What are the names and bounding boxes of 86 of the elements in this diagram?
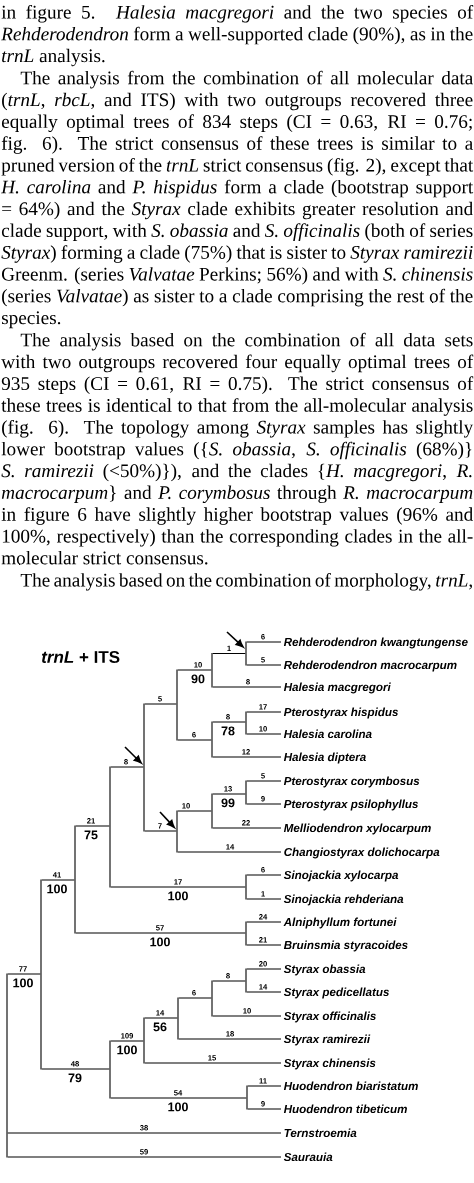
branch-line <box>212 980 246 982</box>
branch-line <box>110 886 246 888</box>
taxon-label: Bruinsmia styracoides <box>283 940 408 952</box>
branch-line <box>7 973 41 975</box>
branch-line <box>212 1015 282 1017</box>
bootstrap-value: 100 <box>13 978 33 988</box>
taxon-label: Saurauia <box>283 1152 333 1162</box>
taxon-label: Sinojackia xylocarpa <box>283 870 399 882</box>
bootstrap-value: 100 <box>168 1102 188 1112</box>
branch-line <box>246 641 282 643</box>
bootstrap-value: 100 <box>150 937 170 947</box>
branch-line <box>177 739 212 741</box>
figure-title: trnL + ITS <box>41 651 120 664</box>
branch-line <box>246 733 282 735</box>
taxon-label: Pterostyrax hispidus <box>283 707 399 719</box>
taxon-label: Huodendron biaristatum <box>283 1081 418 1091</box>
taxon-label: Melliodendron xylocarpum <box>283 823 431 835</box>
taxon-label: Ternstroemia <box>284 1128 357 1138</box>
branch-line <box>246 898 282 900</box>
taxon-label: Pterostyrax corymbosus <box>283 776 420 788</box>
branch-line <box>7 1156 282 1158</box>
taxon-label: Halesia carolina <box>283 729 372 739</box>
branch-line <box>177 810 212 812</box>
bootstrap-value: 79 <box>68 1073 82 1083</box>
taxon-label: Styrax officinalis <box>283 1011 376 1023</box>
branch-line <box>144 1017 178 1019</box>
branch-line <box>110 1040 144 1042</box>
branch-line <box>7 1132 282 1134</box>
bootstrap-value: 100 <box>117 1045 137 1055</box>
paragraph: The analysis based on the combination of morphology, trnL, <box>20 572 472 591</box>
paragraph: The analysis based on the combination of all data sets with two outgroups recovered four equally optimal trees of 935 steps (CI = 0.61, RI = 0.75). The strict consensus of these trees is identical to that from the all-molecular analysis (fig. 6). The topology among Styrax samples has slightly lower bootstrap values ({S. obassia, S. officinalis (68%)} S. ramirezii (<50%)}), and the clades {H. macgregori, R. macrocarpum} and P. corymbosus through R. macrocarpum in figure 6 have slightly higher bootstrap values (96% and 100%, respectively) than the corresponding clades in the all-molecular strict consensus. <box>1 332 474 565</box>
branch-line <box>75 825 110 827</box>
taxon-label: Huodendron tibeticum <box>283 1104 407 1114</box>
branch-line <box>247 1085 282 1087</box>
branch-line <box>110 766 144 768</box>
branch-line <box>212 827 282 829</box>
branch-line <box>75 932 246 934</box>
taxon-label: Sinojackia rehderiana <box>283 894 404 906</box>
bootstrap-value: 78 <box>221 726 235 736</box>
branch-line <box>177 851 282 853</box>
taxon-label: Pterostyrax psilophyllus <box>283 799 419 811</box>
branch-line <box>246 664 282 666</box>
bootstrap-value: 75 <box>84 830 98 840</box>
branch-line <box>212 721 246 723</box>
bootstrap-value: 90 <box>191 674 205 684</box>
branch-line <box>41 1068 110 1070</box>
taxon-label: Styrax ramirezii <box>283 1034 371 1046</box>
branch-line <box>246 944 282 946</box>
branch-line <box>144 1062 282 1064</box>
branch-line <box>246 874 282 876</box>
branch-line <box>178 1038 282 1040</box>
branch-line <box>246 968 282 970</box>
paragraph: The analysis from the combination of all molecular data (trnL, rbcL, and ITS) with two outgroups recovered three equally optimal trees of 834 steps (CI = 0.63, RI = 0.76; fig. 6). The strict consensus of these trees is similar to a pruned version of the trnL strict consensus (fig. 2), except that H. carolina and P. hispidus form a clade (bootstrap support = 64%) and the Styrax clade exhibits greater resolution and clade support, with S. obassia and S. officinalis (both of series Styrax) forming a clade (75%) that is sister to Styrax ramirezii Greenm. (series Valvatae Perkins; 56%) and with S. chinensis (series Valvatae) as sister to a clade comprising the rest of the species. <box>1 70 474 329</box>
arrow <box>159 811 175 829</box>
taxon-label: Alniphyllum fortunei <box>283 917 397 929</box>
branch-line <box>110 1097 247 1099</box>
branch-line <box>144 830 177 832</box>
arrow <box>124 746 142 764</box>
branch-line <box>212 652 246 655</box>
branch-line <box>177 669 212 671</box>
branch-line <box>246 780 282 782</box>
taxon-label: Styrax pedicellatus <box>283 987 390 999</box>
taxon-label: Halesia diptera <box>283 752 366 764</box>
taxon-label: Rehderodendron kwangtungense <box>283 637 468 649</box>
bootstrap-value: 99 <box>221 798 235 808</box>
taxon-label: Styrax chinensis <box>283 1058 376 1070</box>
branch-line <box>212 686 282 688</box>
bootstrap-value: 100 <box>168 891 188 901</box>
branch-line <box>144 703 177 705</box>
arrow <box>226 631 244 648</box>
taxon-label: Styrax obassia <box>283 964 366 976</box>
branch-line <box>41 879 75 881</box>
branch-line <box>246 991 282 993</box>
branch-line <box>246 711 282 713</box>
taxon-label: Changiostyrax dolichocarpa <box>284 847 440 859</box>
branch-line <box>246 803 282 805</box>
taxon-label: Halesia macgregori <box>283 682 391 694</box>
taxon-label: Rehderodendron macrocarpum <box>283 660 457 672</box>
branch-line <box>178 997 212 999</box>
branch-line <box>246 921 282 923</box>
branch-line <box>212 793 246 795</box>
branch-line <box>247 1108 282 1110</box>
bootstrap-value: 100 <box>47 884 67 894</box>
branch-line <box>212 756 282 758</box>
bootstrap-value: 56 <box>153 1022 167 1032</box>
paragraph: in figure 5. Halesia macgregori and the two species of Rehderodendron form a well-supported clade (90%), as in the trnL analysis. <box>1 4 474 67</box>
